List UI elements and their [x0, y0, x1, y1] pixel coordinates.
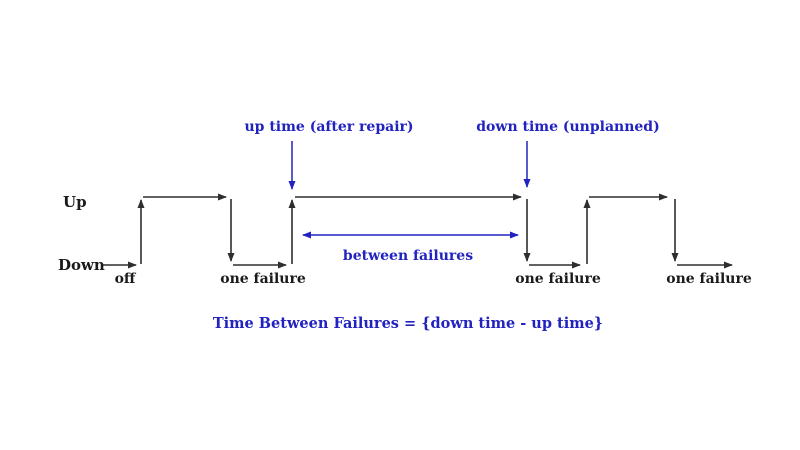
blue-labels: up time (after repair) down time (unplan…: [213, 119, 660, 332]
down-time-annotation-label: down time (unplanned): [476, 119, 659, 135]
formula-label: Time Between Failures = {down time - up …: [213, 315, 603, 332]
one-failure-label-1: one failure: [220, 271, 306, 287]
annotation-arrows: [288, 141, 531, 239]
between-failures-label: between failures: [343, 248, 473, 264]
one-failure-label-3: one failure: [666, 271, 752, 287]
waveform: [102, 193, 733, 269]
off-segment-label: off: [115, 271, 137, 287]
up-time-annotation-label: up time (after repair): [244, 119, 413, 135]
down-level-label: Down: [58, 256, 105, 274]
one-failure-label-2: one failure: [515, 271, 601, 287]
up-level-label: Up: [63, 193, 87, 211]
black-labels: Up Down off one failure one failure one …: [58, 193, 752, 287]
